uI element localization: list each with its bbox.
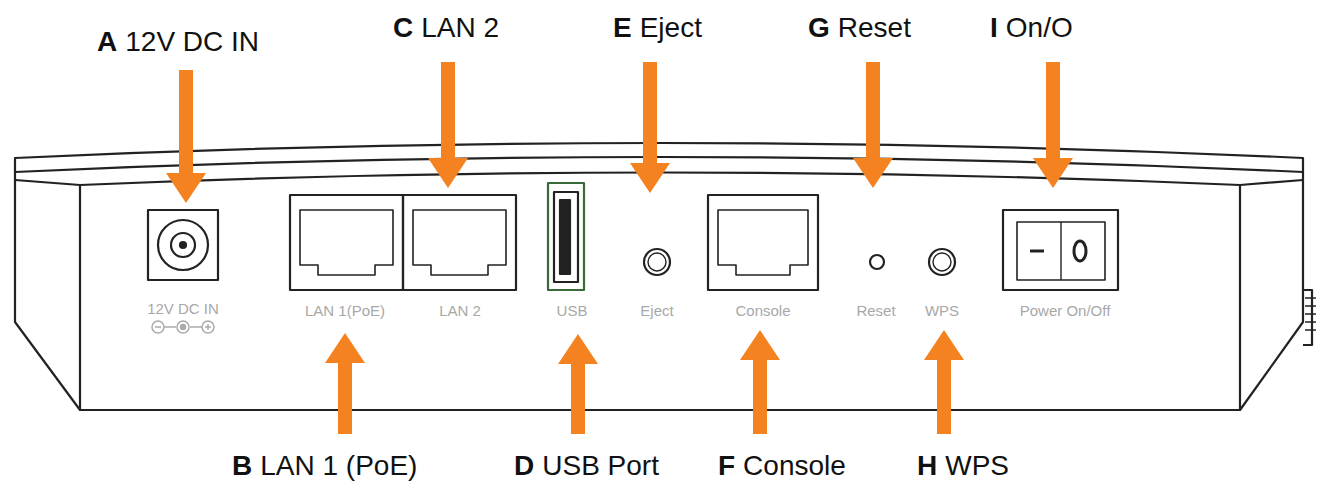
lan-port [290, 195, 403, 290]
dc-jack-pin [180, 242, 186, 248]
power-mark [1030, 250, 1044, 253]
port-label: WPS [925, 303, 959, 318]
usb-socket [554, 192, 578, 282]
callout-label: WPS [945, 452, 1009, 480]
callout-label: USB Port [542, 452, 659, 480]
port-label: LAN 2 [439, 303, 481, 318]
lan-port [403, 195, 516, 290]
callout-label: On/O [1006, 14, 1073, 42]
callout-label: Eject [640, 14, 702, 42]
callout-letter: A [97, 28, 117, 56]
callout-arrow [166, 70, 206, 203]
antenna-thread [1305, 298, 1316, 330]
eject-button [644, 249, 670, 275]
wps-button [933, 253, 951, 271]
power-rocker [1017, 222, 1105, 280]
callout-letter: I [990, 14, 998, 42]
callout-letter: E [613, 14, 632, 42]
callout-label: LAN 2 [421, 14, 499, 42]
callout-label: Reset [838, 14, 911, 42]
port-label: Reset [856, 303, 895, 318]
callout-letter: G [808, 14, 830, 42]
dc-jack [148, 210, 218, 280]
power-mark [1074, 241, 1086, 261]
port-label: Console [735, 303, 790, 318]
callout-arrow [740, 330, 780, 434]
callout-label: LAN 1 (PoE) [260, 452, 417, 480]
port-label: 12V DC IN [147, 301, 219, 316]
wps-button [929, 249, 955, 275]
callout-arrow [325, 333, 365, 434]
wing-edge [15, 180, 1303, 185]
power-rocker [1060, 222, 1061, 280]
callout-letter: F [718, 452, 735, 480]
port-label: Power On/Off [1020, 303, 1111, 318]
console-port [708, 195, 818, 290]
usb-port [548, 183, 584, 290]
port-label: USB [557, 303, 588, 318]
callout-arrow [853, 62, 893, 188]
callout-arrow [558, 334, 598, 434]
callout-arrow [428, 62, 468, 188]
callout-arrow [630, 62, 670, 193]
dc-jack-ring [171, 233, 195, 257]
port-label: Eject [640, 303, 673, 318]
rj45-socket [718, 210, 808, 275]
rj45-socket [413, 210, 506, 275]
power-switch [1003, 210, 1118, 290]
callout-letter: H [917, 452, 937, 480]
callout-letter: B [232, 452, 252, 480]
callout-label: Console [743, 452, 846, 480]
port-label: LAN 1(PoE) [305, 303, 385, 318]
dc-jack-ring [158, 220, 208, 270]
housing [15, 143, 1303, 410]
eject-button [648, 253, 666, 271]
rj45-socket [300, 210, 393, 275]
reset-hole [870, 255, 884, 269]
rear-panel [80, 173, 1240, 411]
callout-letter: C [393, 14, 413, 42]
polarity-symbol [152, 321, 214, 333]
callout-label: 12V DC IN [125, 28, 259, 56]
callout-letter: D [514, 452, 534, 480]
usb-tongue [560, 200, 570, 274]
callout-arrow [1033, 62, 1073, 188]
callout-arrow [924, 330, 964, 434]
